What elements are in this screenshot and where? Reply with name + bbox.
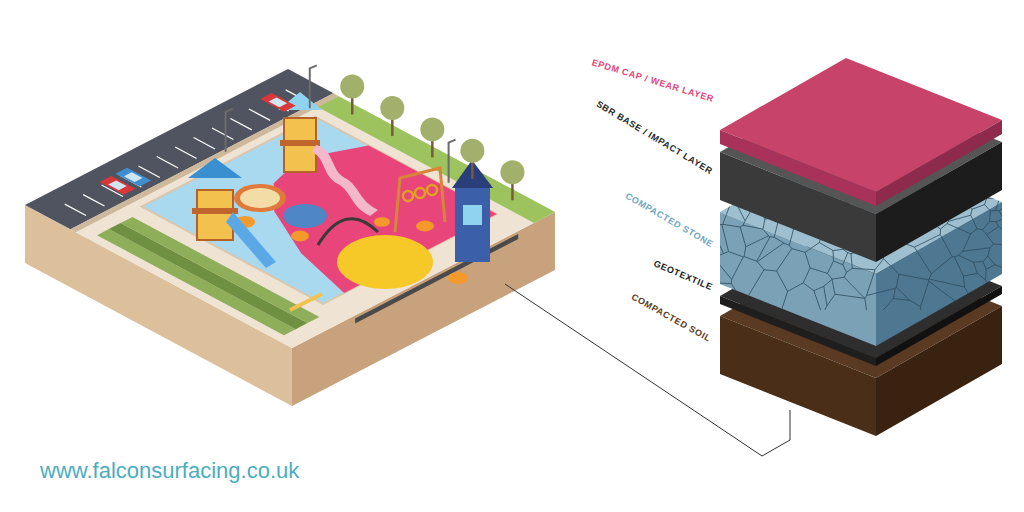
orange-spot <box>291 231 309 242</box>
sandbox-rim <box>234 184 286 212</box>
swing-frame <box>395 168 445 232</box>
car-window <box>269 97 288 107</box>
parking-line <box>194 137 215 148</box>
car <box>260 93 296 112</box>
car-window <box>108 180 127 190</box>
website-url: www.falconsurfacing.co.uk <box>40 458 299 484</box>
epdm-layer-face <box>876 120 1002 206</box>
monkey-bars <box>318 219 378 245</box>
leader-line <box>505 284 790 456</box>
car-window <box>124 172 143 182</box>
tower-platform <box>280 140 320 146</box>
parking-line <box>249 109 270 120</box>
parking-line <box>65 204 86 215</box>
parking-line <box>157 157 178 168</box>
tower-roof <box>188 158 242 178</box>
tower-window <box>463 205 482 225</box>
tree-canopy <box>500 160 524 184</box>
tower-platform <box>192 208 238 214</box>
lamp-post <box>226 109 233 152</box>
yellow-circle <box>337 235 433 289</box>
layer-label: COMPACTED STONE <box>623 191 715 250</box>
playground-surface <box>142 117 497 304</box>
swing-tyre <box>403 191 413 201</box>
blue-circle <box>283 204 327 228</box>
tree-canopy <box>420 117 444 141</box>
layer-label: COMPACTED SOIL <box>629 292 712 345</box>
layer-label: SBR BASE / IMPACT LAYER <box>595 98 715 176</box>
car <box>115 168 151 187</box>
layer-label: GEOTEXTILE <box>652 258 714 293</box>
tower-body <box>455 185 490 262</box>
orange-spot <box>448 272 468 284</box>
slide <box>226 212 276 268</box>
swing-tyre <box>427 185 437 195</box>
car-park-kerb <box>70 93 338 232</box>
epdm-layer-face <box>720 130 876 206</box>
swing-tyre <box>415 188 425 198</box>
sandbox-sand <box>240 188 280 208</box>
layer-label: EPDM CAP / WEAR LAYER <box>591 58 716 105</box>
slide <box>312 145 378 216</box>
tree-canopy <box>340 74 364 98</box>
lamp-post <box>449 140 456 183</box>
parking-line <box>230 118 251 129</box>
parking-line <box>83 195 104 206</box>
tree-canopy <box>460 139 484 163</box>
parking-line <box>212 128 233 139</box>
pavement <box>25 69 555 348</box>
orange-spot <box>374 217 390 227</box>
parking-line <box>175 147 196 158</box>
tower-frame <box>197 190 233 240</box>
layer-stack <box>700 58 1015 436</box>
playground-illustration <box>25 65 555 406</box>
orange-spot <box>416 221 434 232</box>
epdm-layer-face <box>720 58 1002 192</box>
lamp-post <box>310 65 317 108</box>
seesaw <box>290 294 322 310</box>
tree-canopy <box>380 96 404 120</box>
